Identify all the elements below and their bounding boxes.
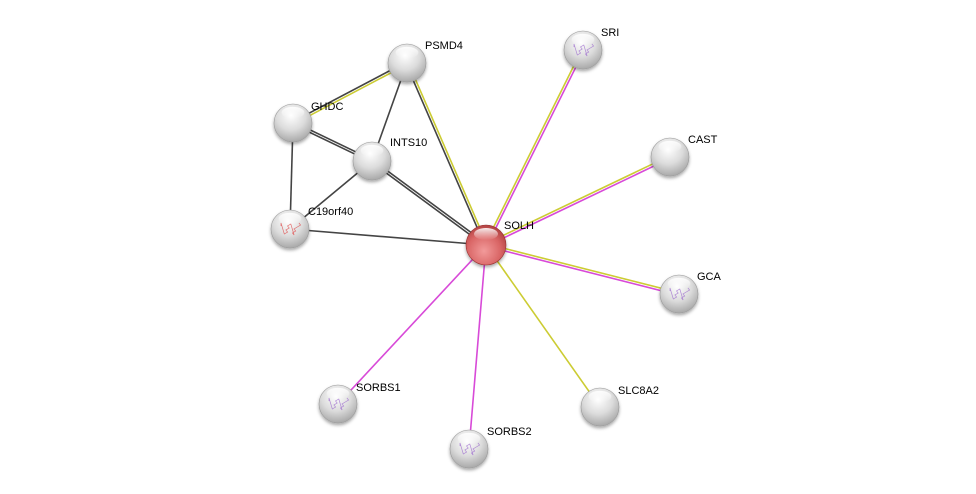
- node-highlight: [571, 33, 595, 46]
- edge-line-textmining: [407, 62, 488, 245]
- edge-line-textmining: [484, 49, 583, 245]
- node-label: INTS10: [390, 137, 427, 149]
- node-highlight: [658, 140, 682, 153]
- node-highlight: [395, 46, 419, 59]
- edge-line-experiments: [486, 157, 671, 247]
- edge-SORBS2-SOLH[interactable]: [468, 244, 487, 450]
- node-SRI[interactable]: SRI: [563, 27, 619, 70]
- node-highlight: [588, 390, 612, 403]
- node-highlight: [278, 212, 302, 225]
- node-label: CAST: [688, 134, 718, 146]
- edge-CAST-SOLH[interactable]: [485, 155, 671, 247]
- node-label: SORBS2: [487, 426, 532, 438]
- edge-line-experiments: [486, 50, 585, 246]
- node-SORBS1[interactable]: SORBS1: [318, 382, 401, 424]
- node-highlight: [474, 228, 498, 240]
- node-SOLH[interactable]: SOLH: [465, 220, 534, 266]
- node-highlight: [281, 106, 305, 119]
- edge-C19orf40-SOLH[interactable]: [289, 228, 487, 246]
- node-label: SOLH: [504, 220, 534, 232]
- edge-line-other: [405, 63, 486, 246]
- edge-line-textmining: [293, 63, 408, 125]
- node-SLC8A2[interactable]: SLC8A2: [580, 385, 659, 427]
- edge-GCA-SOLH[interactable]: [485, 243, 680, 296]
- edge-line-textmining: [486, 243, 680, 294]
- node-GCA[interactable]: GCA: [659, 271, 722, 314]
- edge-line-other: [292, 61, 407, 123]
- edge-PSMD4-SOLH[interactable]: [405, 62, 488, 246]
- node-label: SLC8A2: [618, 385, 659, 397]
- edge-line-textmining: [485, 244, 601, 408]
- edge-line-other: [289, 228, 487, 246]
- node-label: PSMD4: [425, 40, 463, 52]
- node-label: GCA: [697, 271, 722, 283]
- edge-line-other: [372, 159, 488, 245]
- node-highlight: [360, 144, 384, 157]
- node-highlight: [667, 277, 691, 290]
- edge-PSMD4-GHDC[interactable]: [292, 61, 408, 125]
- node-label: C19orf40: [308, 206, 353, 218]
- edge-INTS10-SOLH[interactable]: [370, 159, 488, 247]
- node-label: SRI: [601, 27, 619, 39]
- edge-line-experiments: [337, 244, 487, 405]
- edge-line-experiments: [468, 244, 487, 450]
- edge-SLC8A2-SOLH[interactable]: [485, 244, 601, 408]
- node-C19orf40[interactable]: C19orf40: [270, 206, 353, 249]
- edge-line-experiments: [485, 245, 679, 296]
- node-SORBS2[interactable]: SORBS2: [449, 426, 532, 469]
- edge-SRI-SOLH[interactable]: [484, 49, 585, 246]
- node-label: GHDC: [311, 101, 343, 113]
- node-PSMD4[interactable]: PSMD4: [387, 40, 463, 83]
- edge-SORBS1-SOLH[interactable]: [337, 244, 487, 405]
- node-CAST[interactable]: CAST: [650, 134, 718, 177]
- node-highlight: [457, 432, 481, 445]
- edge-line-other: [370, 161, 486, 247]
- node-label: SORBS1: [356, 382, 401, 394]
- edge-line-textmining: [485, 155, 670, 245]
- node-INTS10[interactable]: INTS10: [352, 137, 427, 181]
- node-highlight: [326, 387, 350, 400]
- node-GHDC[interactable]: GHDC: [273, 101, 343, 143]
